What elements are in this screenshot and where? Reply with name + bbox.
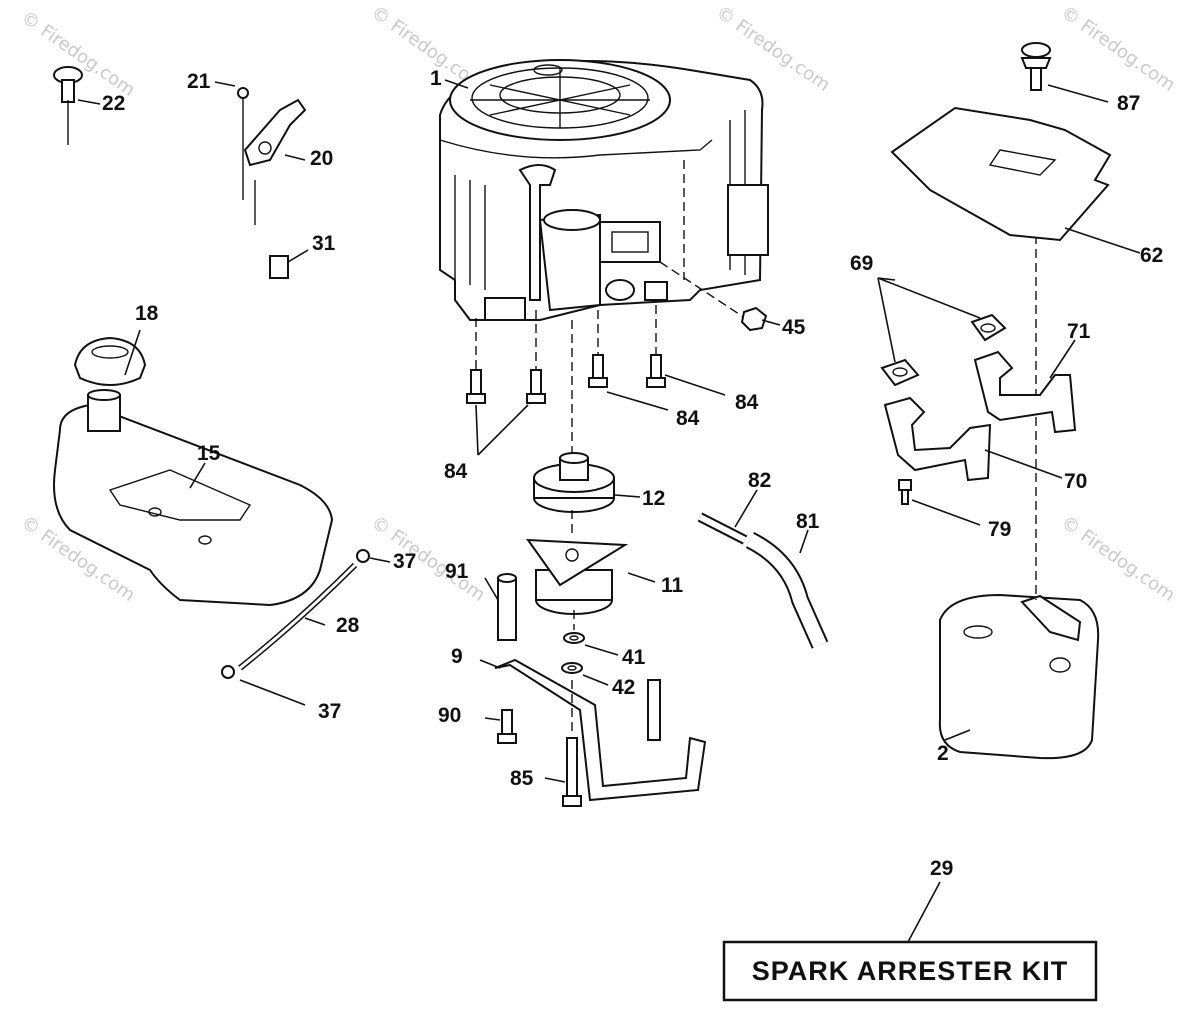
engine-bolts-84 [466,305,666,404]
label-part-41: 41 [622,646,646,669]
part-labels: 1 2 9 11 12 15 18 20 21 22 28 29 31 37 3… [102,67,1163,880]
label-part-70: 70 [1064,470,1087,493]
label-part-12: 12 [642,487,665,510]
bolt-79 [898,479,912,505]
nut-45 [740,306,768,332]
label-part-84-right: 84 [735,391,759,414]
label-part-42: 42 [612,676,635,699]
choke-knob-22 [53,66,83,145]
clutch-11 [525,510,629,615]
label-part-84-mid: 84 [676,407,700,430]
exhaust-pipes [883,350,1077,482]
label-part-81: 81 [796,510,820,533]
leader-lines [77,79,1141,943]
label-part-82: 82 [748,469,771,492]
label-part-71: 71 [1067,320,1091,343]
label-part-85: 85 [510,767,534,790]
muffler-2 [938,165,1100,760]
pulley-12 [533,320,615,513]
throttle-control-20 [237,87,307,225]
label-part-28: 28 [336,614,360,637]
label-part-37-lower: 37 [318,700,341,723]
label-part-69: 69 [850,252,873,275]
label-part-84-left: 84 [444,460,468,483]
watermark: © Firedog.com [1057,2,1179,96]
fuel-tank-15 [53,389,334,607]
fuel-line-81 [697,512,829,649]
label-part-21: 21 [187,70,211,93]
fuel-hose [221,549,370,679]
label-part-87: 87 [1117,92,1140,115]
heat-shield-62 [890,106,1112,242]
spark-arrester-kit-box: SPARK ARRESTER KIT [722,940,1098,1002]
label-part-2: 2 [937,742,949,765]
bushing-31 [269,255,289,279]
spacer-91 [497,573,517,641]
label-part-22: 22 [102,92,125,115]
bracket-9 [494,658,707,802]
label-part-1: 1 [430,67,442,90]
label-part-31: 31 [312,232,336,255]
bolt-85 [562,680,582,807]
label-part-9: 9 [451,645,463,668]
fuel-cap-18 [73,336,147,386]
label-part-20: 20 [310,147,333,170]
label-part-11: 11 [661,574,684,597]
label-part-18: 18 [135,302,159,325]
label-part-15: 15 [197,442,221,465]
engine [439,59,769,321]
label-part-37-upper: 37 [393,550,416,573]
label-part-79: 79 [988,518,1011,541]
watermark: © Firedog.com [17,7,139,101]
label-part-90: 90 [438,704,461,727]
bolt-90 [497,709,517,744]
gaskets-69 [880,313,1007,387]
watermark: © Firedog.com [1057,512,1179,606]
label-part-91: 91 [445,560,469,583]
label-part-29: 29 [930,857,953,880]
bolt-87 [1020,42,1052,91]
watermark: © Firedog.com [367,512,489,606]
spark-arrester-kit-label: SPARK ARRESTER KIT [752,956,1069,986]
label-part-45: 45 [782,316,806,339]
washers [561,610,585,674]
label-part-62: 62 [1140,244,1163,267]
